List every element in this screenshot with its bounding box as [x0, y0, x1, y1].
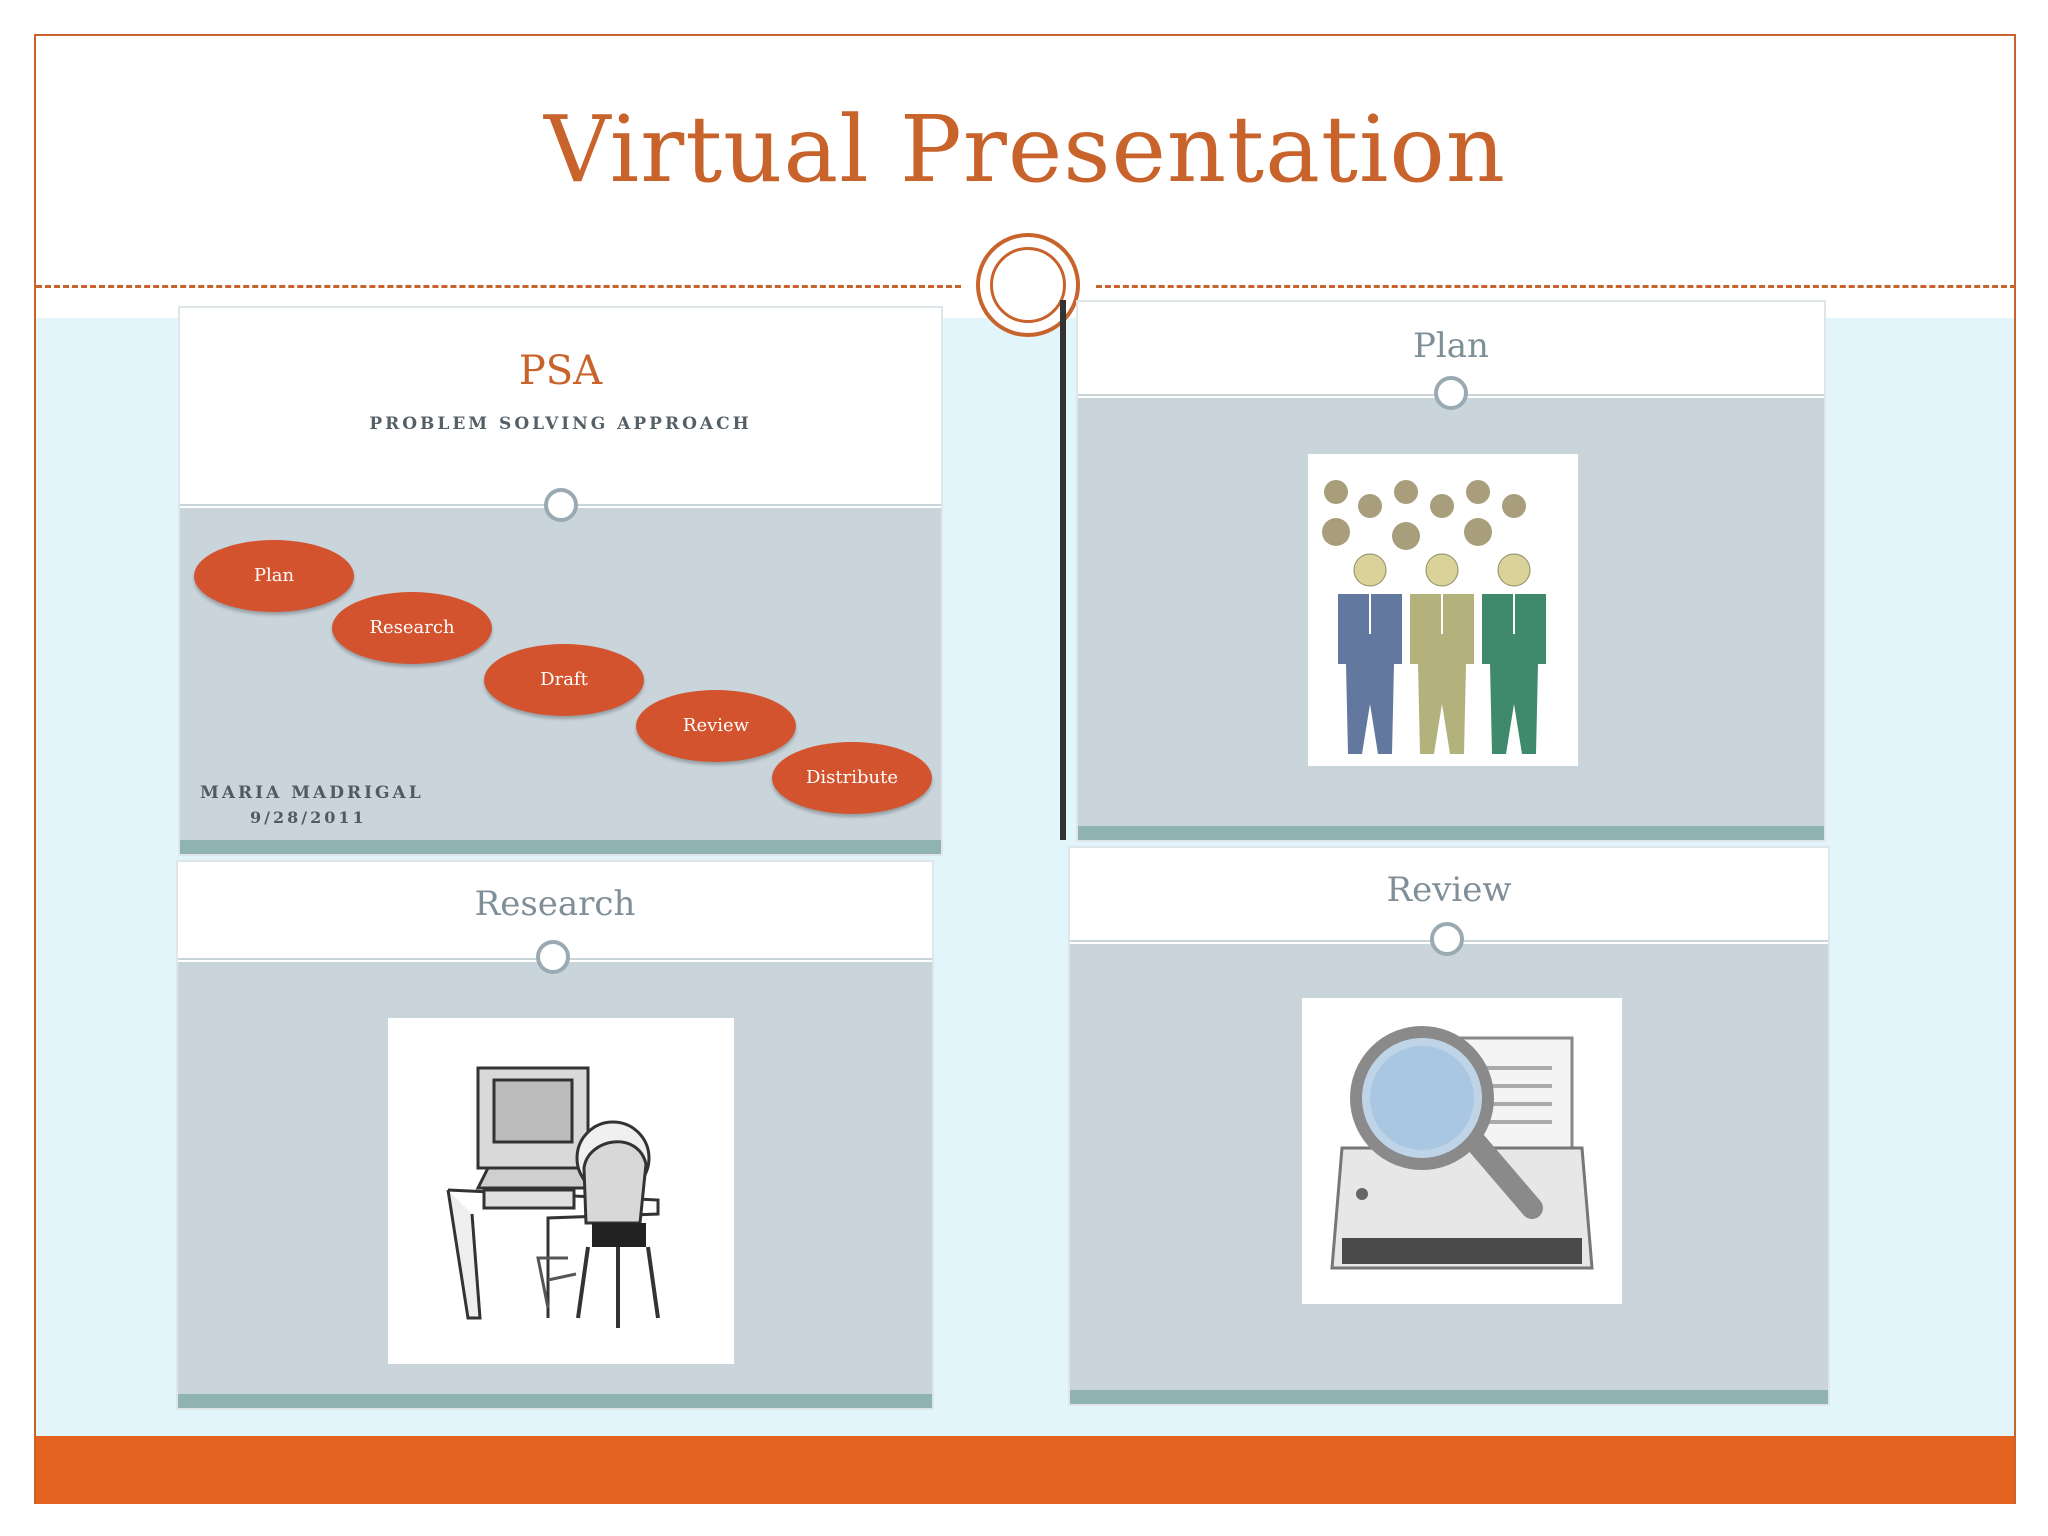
psa-circle-ornament	[544, 488, 578, 522]
research-title: Research	[474, 884, 636, 924]
review-title: Review	[1386, 870, 1512, 910]
title-divider-right	[1096, 285, 2016, 288]
step-review: Review	[636, 690, 796, 762]
plan-title: Plan	[1413, 326, 1489, 366]
plan-image-box	[1308, 454, 1578, 766]
person-at-computer-icon	[446, 1066, 660, 1328]
research-slide-thumbnail[interactable]: Research	[176, 860, 934, 1410]
people-group-icon	[1322, 480, 1546, 754]
presentation-date: 9/28/2011	[250, 808, 367, 827]
research-image-box	[388, 1018, 734, 1364]
bottom-accent-bar	[36, 1436, 2014, 1504]
slide-title: Virtual Presentation	[543, 96, 1507, 203]
research-circle-ornament	[536, 940, 570, 974]
psa-slide-header: PSA PROBLEM SOLVING APPROACH	[180, 308, 941, 508]
plan-slide-thumbnail[interactable]: Plan	[1076, 300, 1826, 842]
research-footer-bar	[178, 1394, 932, 1408]
step-draft: Draft	[484, 644, 644, 716]
step-research: Research	[332, 592, 492, 664]
author-name: MARIA MADRIGAL	[200, 783, 424, 803]
review-circle-ornament	[1430, 922, 1464, 956]
psa-footer-bar	[180, 840, 941, 854]
plan-footer-bar	[1078, 826, 1824, 840]
psa-title: PSA	[518, 348, 603, 394]
step-plan: Plan	[194, 540, 354, 612]
review-slide-thumbnail[interactable]: Review	[1068, 846, 1830, 1406]
plan-circle-ornament	[1434, 376, 1468, 410]
research-slide-header: Research	[178, 862, 932, 962]
step-distribute: Distribute	[772, 742, 932, 814]
title-divider-left	[36, 285, 961, 288]
vertical-separator	[1060, 300, 1066, 840]
review-footer-bar	[1070, 1390, 1828, 1404]
magnifier-document-icon	[1330, 1026, 1594, 1270]
review-image-box	[1302, 998, 1622, 1304]
psa-slide-thumbnail[interactable]: PSA PROBLEM SOLVING APPROACH Plan Resear…	[178, 306, 943, 856]
psa-subtitle: PROBLEM SOLVING APPROACH	[369, 414, 752, 434]
